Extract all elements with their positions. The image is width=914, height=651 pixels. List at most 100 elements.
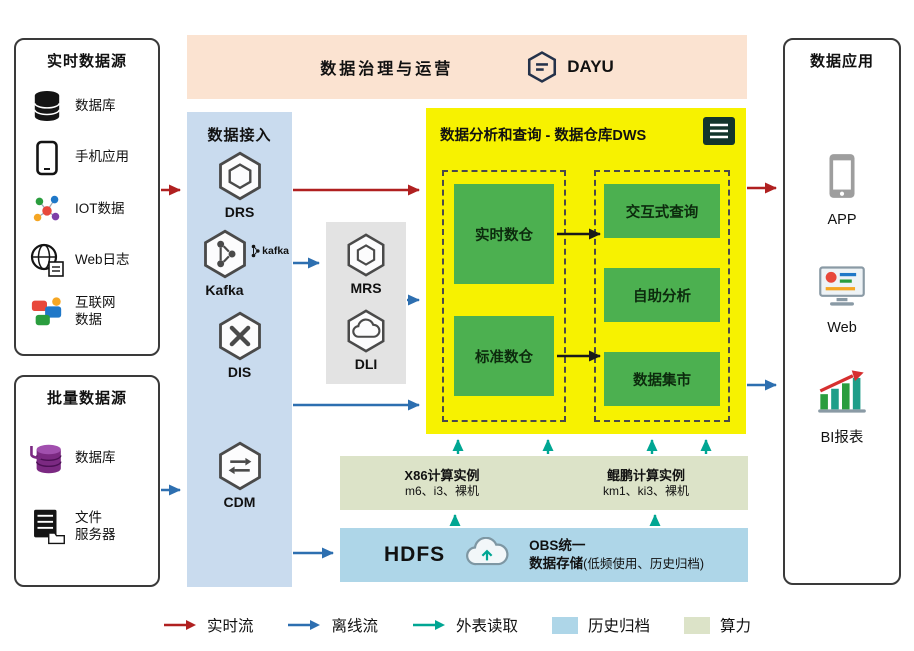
data-ingest-title: 数据接入 <box>207 127 272 144</box>
panel-storage: HDFS OBS统一 数据存储(低频使用、历史归档) <box>340 528 748 582</box>
panel-batch-sources: 批量数据源 数据库 文件 服务器 <box>14 375 160 587</box>
source-label: 手机应用 <box>75 149 129 165</box>
kunpeng-compute-title: 鲲鹏计算实例 <box>606 467 685 483</box>
governance-title: 数据治理与运营 <box>320 61 454 78</box>
dws-warehouse-group: 实时数仓 标准数仓 <box>442 170 566 422</box>
panel-data-ingest: 数据接入 DRS kafka Kafka <box>187 112 292 587</box>
self-service-analysis-box: 自助分析 <box>604 268 720 322</box>
obs-note: (低频使用、历史归档) <box>583 557 704 571</box>
dayu-label: DAYU <box>567 57 614 76</box>
service-mrs: MRS <box>326 232 406 296</box>
red-arrow-icon <box>163 620 196 630</box>
hdfs-label: HDFS <box>384 543 446 566</box>
service-dli: DLI <box>326 308 406 372</box>
drs-hexagon-icon <box>218 151 261 201</box>
service-cdm: CDM <box>187 440 292 510</box>
batch-sources-list: 数据库 文件 服务器 <box>16 408 158 582</box>
kafka-logo: kafka <box>251 244 289 258</box>
governance-banner: 数据治理与运营 DAYU <box>187 35 747 99</box>
source-item-mobile-app: 手机应用 <box>28 140 154 176</box>
legend-label: 实时流 <box>206 618 254 635</box>
dws-title: 数据分析和查询 - 数据仓库DWS <box>440 128 647 144</box>
legend-archive: 历史归档 <box>552 614 650 636</box>
realtime-sources-list: 数据库 手机应用 IOT数据 Web日志 <box>16 71 158 351</box>
source-item-database: 数据库 <box>28 89 154 123</box>
kunpeng-compute-subtitle: km1、ki3、裸机 <box>602 484 689 499</box>
database-purple-icon <box>28 439 66 479</box>
x86-compute: X86计算实例 m6、i3、裸机 <box>340 456 544 510</box>
panel-dws: 数据分析和查询 - 数据仓库DWS 实时数仓 标准数仓 交互式查询 自助分析 数… <box>426 108 746 434</box>
x86-compute-title: X86计算实例 <box>404 467 480 483</box>
interactive-query-box: 交互式查询 <box>604 184 720 238</box>
file-server-icon <box>28 507 66 547</box>
legend: 实时流 离线流 外表读取 历史归档 算力 <box>0 614 914 636</box>
obs-cloud-icon <box>463 536 511 574</box>
kafka-hexagon-icon <box>203 229 246 279</box>
database-icon <box>28 89 66 123</box>
realtime-warehouse-box: 实时数仓 <box>454 184 554 284</box>
legend-external-read: 外表读取 <box>412 614 518 636</box>
dli-hexagon-icon <box>347 309 385 353</box>
web-browser-icon <box>817 264 867 313</box>
phone-icon <box>28 140 66 176</box>
app-item-bi-report: BI报表 <box>785 370 899 447</box>
realtime-sources-title: 实时数据源 <box>46 53 127 70</box>
dayu-logo: DAYU <box>525 50 614 84</box>
legend-realtime-flow: 实时流 <box>163 614 254 636</box>
source-label: 数据库 <box>75 450 116 466</box>
iot-icon <box>28 192 66 226</box>
source-label: 文件 服务器 <box>75 510 116 543</box>
source-item-web-log: Web日志 <box>28 242 154 278</box>
legend-label: 离线流 <box>331 618 378 635</box>
panel-data-applications: 数据应用 APP Web BI报表 <box>783 38 901 585</box>
obs-line1: OBS统一 <box>529 538 586 554</box>
service-label: DRS <box>224 204 255 220</box>
dis-hexagon-icon <box>218 311 261 361</box>
web-log-icon <box>28 242 66 278</box>
cdm-hexagon-icon <box>218 441 261 491</box>
service-label: MRS <box>350 280 382 296</box>
app-label: BI报表 <box>820 430 864 446</box>
service-label: Kafka <box>205 282 244 298</box>
document-icon <box>702 116 736 151</box>
panel-compute-instances: X86计算实例 m6、i3、裸机 鲲鹏计算实例 km1、ki3、裸机 <box>340 456 748 510</box>
app-label: Web <box>827 320 857 336</box>
archive-swatch <box>552 616 578 634</box>
source-item-file-server: 文件 服务器 <box>28 507 154 547</box>
internet-data-icon <box>28 295 66 329</box>
dayu-hexagon-icon <box>528 51 557 83</box>
kafka-logo-text: kafka <box>262 245 289 257</box>
source-label: Web日志 <box>75 251 130 267</box>
service-label: CDM <box>223 494 256 510</box>
data-mart-box: 数据集市 <box>604 352 720 406</box>
standard-warehouse-box: 标准数仓 <box>454 316 554 396</box>
legend-offline-flow: 离线流 <box>287 614 378 636</box>
panel-processing: MRS DLI <box>326 222 406 384</box>
dws-analysis-group: 交互式查询 自助分析 数据集市 <box>594 170 730 422</box>
app-label: APP <box>827 212 857 228</box>
panel-realtime-sources: 实时数据源 数据库 手机应用 IOT数据 <box>14 38 160 356</box>
legend-label: 算力 <box>720 618 752 635</box>
bi-report-icon <box>816 370 868 419</box>
app-item-app: APP <box>785 152 899 228</box>
legend-label: 外表读取 <box>455 618 518 635</box>
source-label: 数据库 <box>75 97 116 113</box>
service-kafka: kafka Kafka <box>187 228 292 298</box>
service-drs: DRS <box>187 150 292 220</box>
service-dis: DIS <box>187 310 292 380</box>
source-item-iot-data: IOT数据 <box>28 192 154 226</box>
obs-text: OBS统一 数据存储(低频使用、历史归档) <box>529 537 704 572</box>
legend-label: 历史归档 <box>588 618 651 635</box>
source-label: IOT数据 <box>75 200 125 216</box>
service-label: DLI <box>354 356 378 372</box>
source-item-internet-data: 互联网 数据 <box>28 295 154 329</box>
mrs-hexagon-icon <box>347 233 385 277</box>
kafka-logo-icon <box>251 244 260 258</box>
kunpeng-compute: 鲲鹏计算实例 km1、ki3、裸机 <box>544 456 748 510</box>
x86-compute-subtitle: m6、i3、裸机 <box>404 484 479 499</box>
batch-sources-title: 批量数据源 <box>46 390 127 407</box>
source-item-database: 数据库 <box>28 439 154 479</box>
legend-compute: 算力 <box>684 614 751 636</box>
compute-swatch <box>684 616 711 634</box>
